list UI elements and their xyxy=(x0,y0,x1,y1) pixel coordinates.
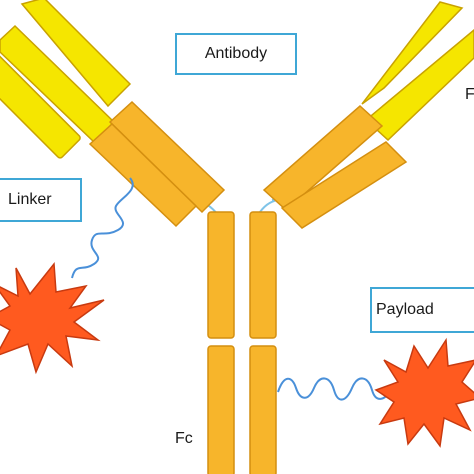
payload-star-left xyxy=(0,262,105,375)
fc-left-lower xyxy=(207,345,235,474)
payload-star-right xyxy=(374,337,474,448)
left-fab xyxy=(0,0,226,228)
left-light-chain xyxy=(0,21,81,159)
payload-label: Payload xyxy=(370,287,474,333)
fc-region xyxy=(207,211,277,474)
left-heavy-chain-ch1 xyxy=(88,122,198,228)
fc-label: Fc xyxy=(175,430,193,447)
left-light-chain-outer-top xyxy=(20,0,132,108)
right-heavy-chain-ch1 xyxy=(280,141,408,229)
linker-right-wave xyxy=(277,377,393,401)
linker-left-wave xyxy=(71,177,134,279)
left-light-chain-upper xyxy=(0,21,81,159)
cut-edge-letter: F xyxy=(465,86,474,103)
right-light-chain-outer-top xyxy=(361,1,464,105)
antibody-label: Antibody xyxy=(175,33,297,75)
fc-left-upper xyxy=(207,211,235,339)
right-light-chain-outer xyxy=(364,29,474,142)
linker-label: Linker xyxy=(0,178,82,222)
fc-right-lower xyxy=(249,345,277,474)
right-fab xyxy=(262,1,474,229)
fc-right-upper xyxy=(249,211,277,339)
